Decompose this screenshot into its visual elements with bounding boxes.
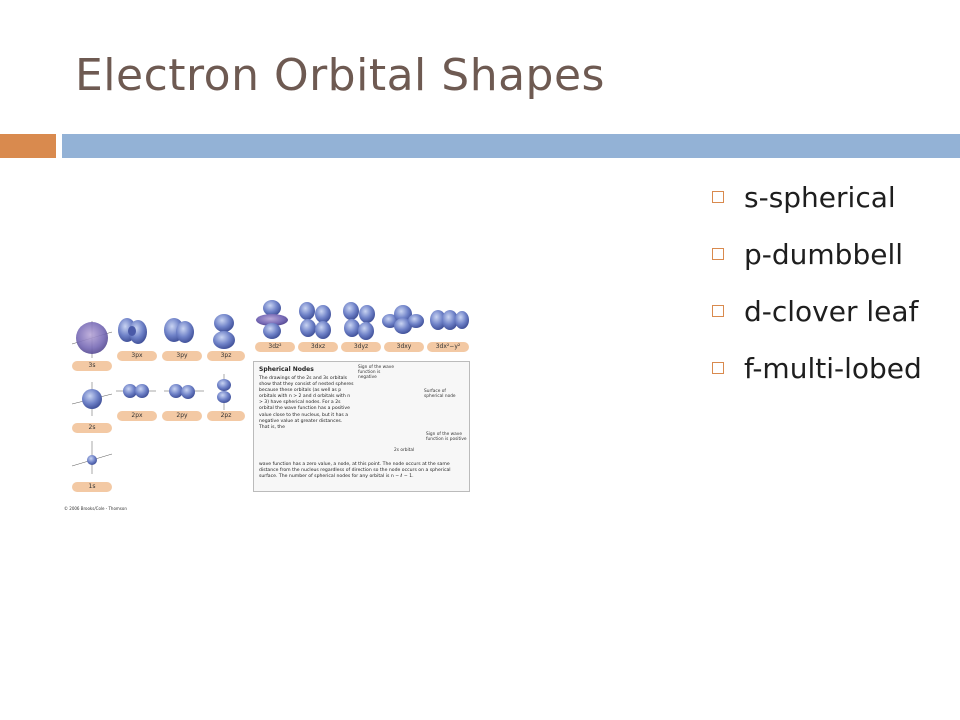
square-bullet-icon — [712, 362, 724, 374]
label-2px: 2px — [117, 411, 157, 421]
orbital-2s — [71, 382, 113, 416]
label-3dyz: 3dyz — [341, 342, 381, 352]
orbital-3dz2 — [256, 300, 288, 339]
square-bullet-icon — [712, 248, 724, 260]
orbital-3s — [71, 321, 113, 358]
bullet-text: f-multi-lobed — [744, 351, 922, 385]
slide-title: Electron Orbital Shapes — [75, 50, 605, 101]
info-text: The drawings of the 2s and 3s orbitals s… — [259, 376, 354, 430]
copyright-text: © 2006 Brooks/Cole - Thomson — [64, 506, 127, 511]
bullet-text: p-dumbbell — [744, 237, 904, 271]
label-2pz: 2pz — [207, 411, 245, 421]
bullet-item: d-clover leaf — [712, 292, 922, 330]
accent-bar-orange — [0, 134, 56, 158]
bullet-item: f-multi-lobed — [712, 349, 922, 387]
annotation-orbital: 2s orbital — [394, 448, 415, 453]
orbital-1s — [71, 441, 113, 474]
orbital-3pz — [213, 314, 235, 349]
orbital-figure: 3s 2s 1s 3px 3py 3pz 2px 2py 2pz 3dz² 3d… — [64, 296, 474, 516]
orbital-3dyz — [343, 302, 375, 340]
bullet-item: s-spherical — [712, 178, 922, 216]
orbital-2px — [116, 384, 156, 398]
annotation-surface: Surface of spherical node — [424, 389, 456, 399]
annotation-positive: Sign of the wave function is positive — [426, 432, 467, 442]
label-2s: 2s — [72, 423, 112, 433]
label-3dx2y2: 3dx²−y² — [427, 342, 469, 352]
label-3dxy: 3dxy — [384, 342, 424, 352]
bullet-list: s-spherical p-dumbbell d-clover leaf f-m… — [712, 178, 922, 406]
bullet-text: s-spherical — [744, 180, 896, 214]
square-bullet-icon — [712, 191, 724, 203]
info-title: Spherical Nodes — [259, 366, 314, 373]
label-3px: 3px — [117, 351, 157, 361]
label-2py: 2py — [162, 411, 202, 421]
label-1s: 1s — [72, 482, 112, 492]
accent-bar-blue — [62, 134, 960, 158]
orbital-2pz — [217, 374, 231, 410]
bullet-text: d-clover leaf — [744, 294, 919, 328]
label-3py: 3py — [162, 351, 202, 361]
orbital-3py — [164, 318, 194, 343]
square-bullet-icon — [712, 305, 724, 317]
orbital-3dxz — [299, 302, 331, 339]
label-3s: 3s — [72, 361, 112, 371]
annotation-negative: Sign of the wave function is negative — [358, 365, 394, 380]
orbital-3dxy — [382, 305, 424, 334]
bullet-item: p-dumbbell — [712, 235, 922, 273]
orbital-3px — [118, 318, 147, 344]
orbital-2py — [164, 384, 204, 399]
orbital-3dx2y2 — [430, 310, 469, 330]
label-3dz2: 3dz² — [255, 342, 295, 352]
info-bottom-text: wave function has a zero value, a node, … — [259, 462, 451, 480]
label-3dxz: 3dxz — [298, 342, 338, 352]
spherical-nodes-box: Spherical Nodes The drawings of the 2s a… — [253, 361, 470, 492]
label-3pz: 3pz — [207, 351, 245, 361]
